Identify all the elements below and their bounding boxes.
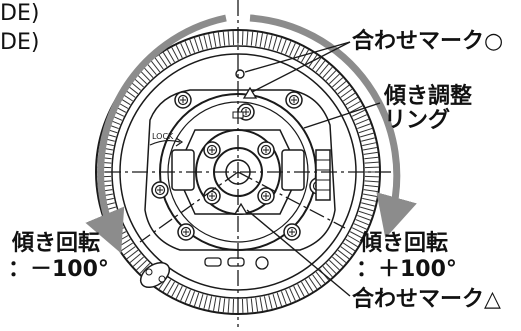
screw [204,142,220,158]
screw [178,224,194,240]
top-left-text-1: DE) [0,2,39,26]
label-tilt-ring-line1: 傾き調整 [384,85,472,109]
label-tilt-ring-line2: リング [384,109,450,133]
screw [258,188,274,204]
screw [152,182,168,198]
label-align-mark-triangle: 合わせマーク△ [352,288,501,312]
label-tilt-left-line2: ：－100° [8,258,109,282]
top-left-text-2: DE) [0,31,39,55]
screw [175,92,191,108]
label-tilt-right-line2: ：＋100° [356,258,457,282]
label-tilt-right-line1: 傾き回転 [360,232,448,256]
label-tilt-left-line1: 傾き回転 [12,232,100,256]
screw [284,224,300,240]
screw [258,142,274,158]
lock-text: LOCK [152,132,174,141]
label-align-mark-circle: 合わせマーク○ [352,30,503,54]
screw [286,92,302,108]
